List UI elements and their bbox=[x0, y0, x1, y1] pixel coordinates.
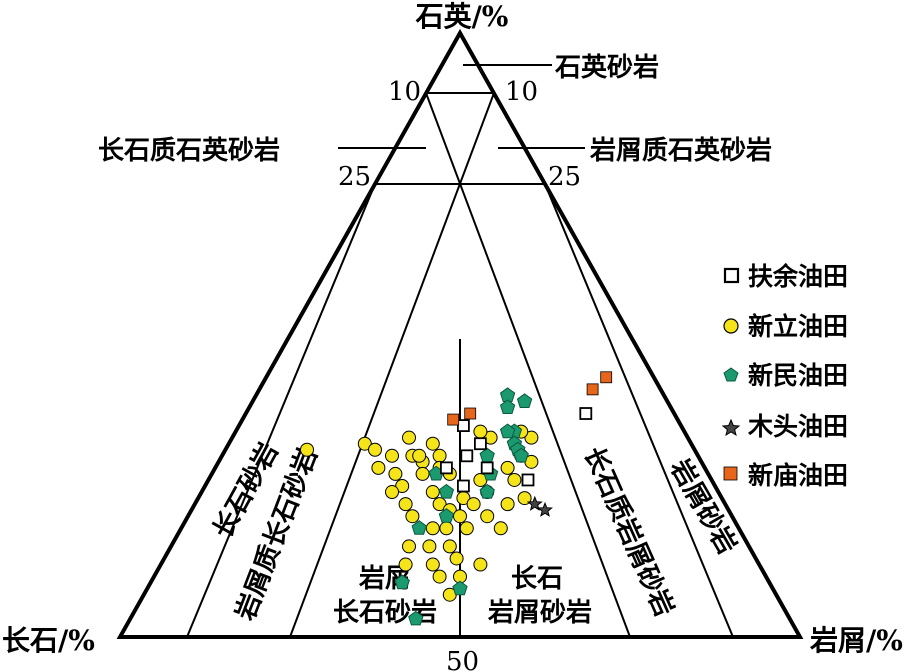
legend-marker-xinmin bbox=[723, 367, 739, 382]
point-xinmin bbox=[513, 447, 529, 463]
legend-label-xinmiao: 新庙油田 bbox=[748, 461, 848, 490]
label-feldspathic-litharenite-inner-2: 岩屑砂岩 bbox=[487, 598, 592, 628]
legend-marker-fuyu bbox=[723, 267, 740, 284]
point-xinmiao bbox=[464, 407, 477, 420]
point-xinmin bbox=[499, 423, 516, 439]
point-fuyu bbox=[521, 473, 535, 487]
point-xinli bbox=[385, 448, 399, 463]
point-xinli bbox=[425, 521, 440, 536]
apex-label-feldspar: 长石/% bbox=[2, 624, 95, 657]
legend-marker-xinli bbox=[723, 318, 739, 334]
point-xinli bbox=[517, 491, 532, 506]
point-xinli bbox=[402, 430, 416, 445]
point-xinli bbox=[439, 521, 454, 536]
point-xinmin bbox=[516, 393, 533, 408]
point-xinmin bbox=[408, 610, 424, 626]
point-xinli bbox=[422, 539, 437, 554]
point-xinli bbox=[300, 442, 314, 457]
point-xinmiao bbox=[447, 413, 460, 426]
point-xinmin bbox=[479, 483, 495, 499]
point-xinli bbox=[480, 509, 495, 524]
point-xinli bbox=[466, 497, 481, 512]
tick-right-10: 10 bbox=[505, 77, 538, 107]
point-fuyu bbox=[456, 419, 470, 433]
tick-left-10: 10 bbox=[388, 77, 421, 107]
point-xinli bbox=[395, 479, 410, 493]
point-xinli bbox=[425, 557, 440, 572]
point-xinli bbox=[473, 557, 488, 572]
sample-points bbox=[300, 371, 613, 626]
point-fuyu bbox=[480, 461, 494, 475]
point-xinli bbox=[402, 539, 416, 554]
line-arkose-border bbox=[186, 183, 376, 638]
point-xinmin bbox=[479, 447, 495, 463]
leader-lines bbox=[338, 64, 585, 149]
point-xinli bbox=[405, 509, 420, 524]
apex-label-lithic: 岩屑/% bbox=[809, 624, 903, 657]
point-xinli bbox=[368, 442, 382, 457]
legend: 扶余油田 新立油田 新民油田 木头油田 新庙油田 bbox=[721, 262, 848, 490]
point-xinli bbox=[412, 448, 427, 463]
apex-label-quartz: 石英/% bbox=[415, 0, 509, 33]
point-fuyu bbox=[460, 449, 474, 463]
tick-left-25: 25 bbox=[338, 162, 371, 192]
point-xinli bbox=[442, 539, 457, 554]
point-xinli bbox=[432, 448, 447, 463]
point-mutou bbox=[526, 495, 543, 511]
point-xinli bbox=[425, 436, 440, 451]
point-xinli bbox=[449, 551, 464, 566]
point-xinmin bbox=[411, 520, 427, 535]
point-xinli bbox=[493, 521, 508, 536]
point-xinli bbox=[453, 509, 467, 524]
legend-label-xinmin: 新民油田 bbox=[748, 361, 848, 390]
line-litharenite-border bbox=[544, 183, 734, 638]
point-xinli bbox=[398, 557, 413, 572]
point-xinmin bbox=[452, 580, 468, 596]
point-xinli bbox=[473, 424, 488, 439]
tick-bottom-50: 50 bbox=[446, 647, 479, 672]
legend-label-xinli: 新立油田 bbox=[748, 312, 848, 341]
legend-marker-mutou bbox=[721, 418, 741, 437]
point-xinli bbox=[357, 436, 372, 451]
point-mutou bbox=[536, 501, 554, 517]
label-lithic-arkose-inner-2: 长石砂岩 bbox=[333, 598, 437, 628]
point-fuyu bbox=[456, 479, 470, 493]
point-xinli bbox=[524, 430, 539, 445]
point-fuyu bbox=[439, 461, 453, 475]
legend-marker-xinmiao bbox=[723, 466, 738, 481]
point-xinmin bbox=[438, 508, 455, 523]
point-xinmin bbox=[499, 399, 516, 414]
line-fl-1-3-right bbox=[289, 92, 495, 638]
label-quartz-sandstone: 石英砂岩 bbox=[554, 53, 659, 83]
point-xinli bbox=[432, 497, 447, 512]
point-xinli bbox=[385, 485, 399, 500]
point-xinli bbox=[425, 485, 440, 500]
point-xinli bbox=[415, 466, 430, 481]
point-fuyu bbox=[579, 407, 593, 420]
point-xinmin bbox=[438, 483, 455, 499]
point-xinmin bbox=[394, 574, 410, 590]
label-feldspathic-litharenite-inner-1: 长石 bbox=[511, 564, 563, 594]
point-xinmiao bbox=[600, 371, 613, 384]
point-xinli bbox=[432, 569, 447, 584]
label-lithic-quartz-sandstone: 岩屑质石英砂岩 bbox=[589, 136, 772, 166]
label-feldspathic-quartz-sandstone: 长石质石英砂岩 bbox=[98, 136, 280, 166]
tick-right-25: 25 bbox=[548, 162, 581, 192]
point-xinmiao bbox=[586, 383, 599, 396]
legend-label-fuyu: 扶余油田 bbox=[748, 262, 848, 291]
point-xinli bbox=[398, 497, 413, 512]
point-xinli bbox=[371, 460, 386, 475]
legend-label-mutou: 木头油田 bbox=[747, 412, 848, 441]
point-xinli bbox=[500, 460, 515, 475]
point-xinli bbox=[459, 521, 474, 536]
point-xinli bbox=[388, 466, 403, 481]
point-xinli bbox=[500, 497, 515, 512]
point-fuyu bbox=[473, 437, 487, 451]
point-xinli bbox=[507, 472, 522, 487]
